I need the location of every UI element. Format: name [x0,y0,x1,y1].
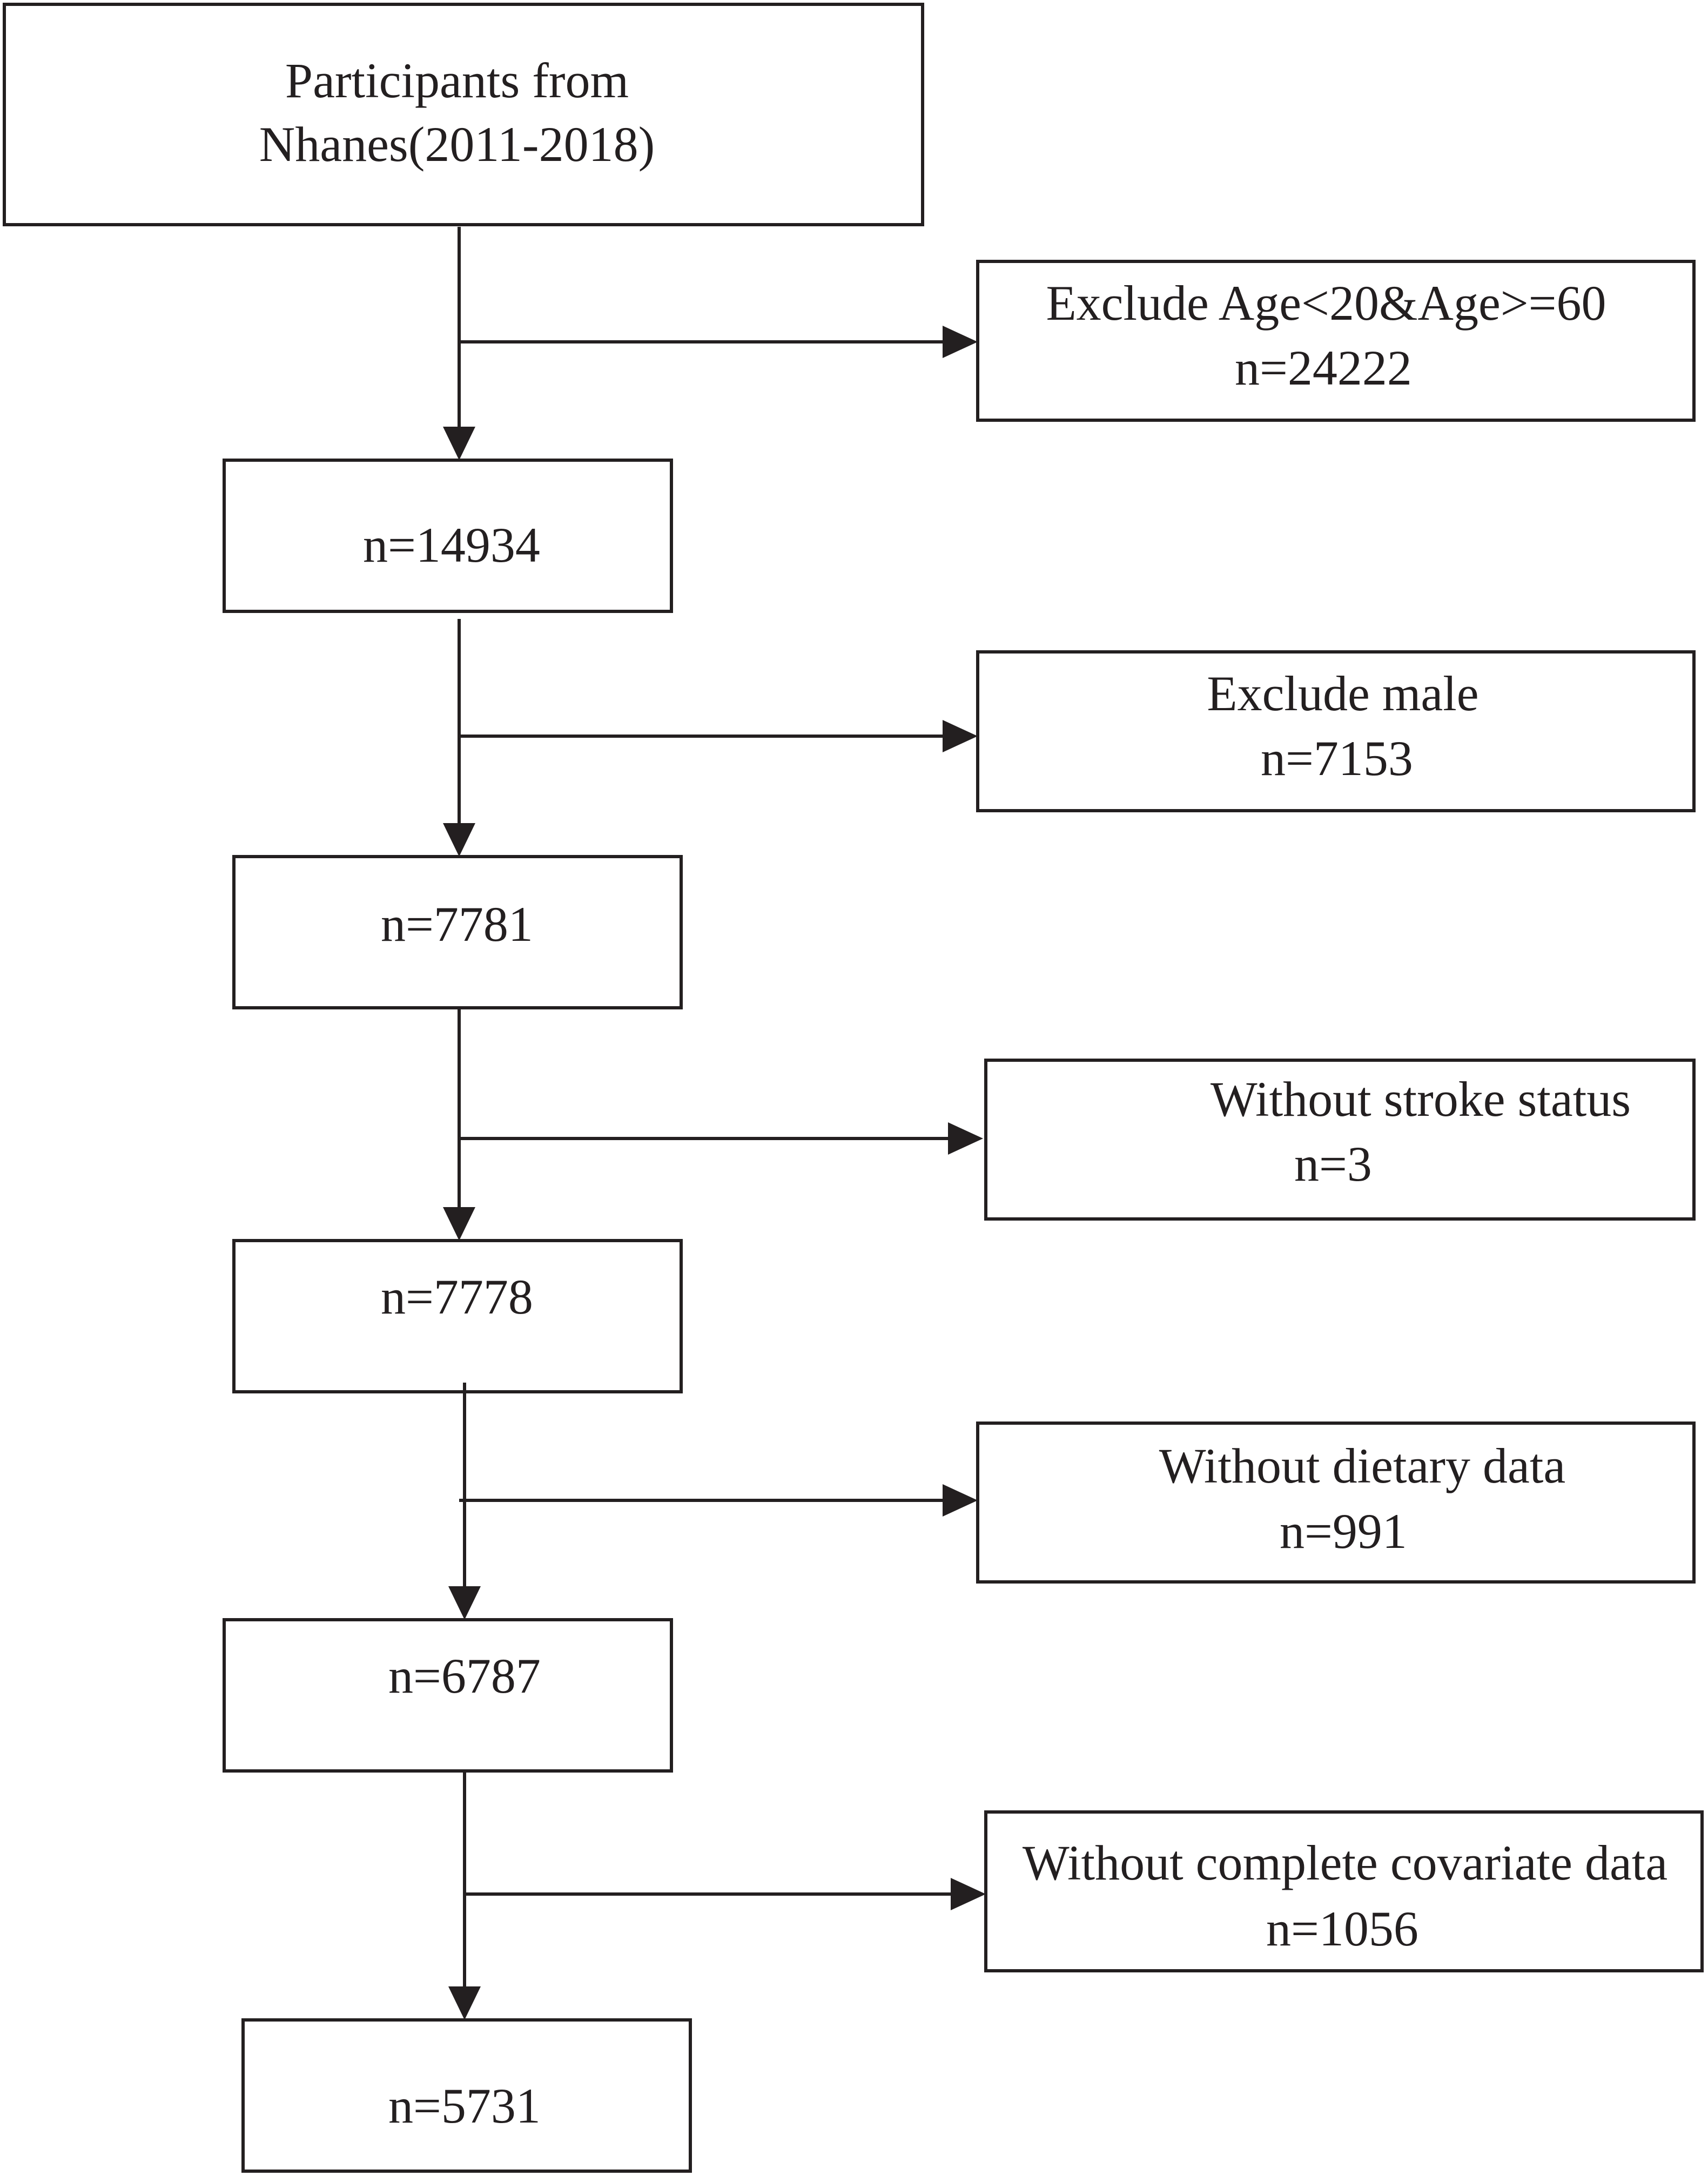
arrow-down-icon [443,1207,475,1241]
main-box-n7781-label: n=7781 [381,897,533,952]
arrow-right-icon [948,1122,983,1155]
main-box-n14934: n=14934 [223,459,673,613]
exclusion-box-male: Exclude male n=7153 [976,650,1696,812]
arrow-down-icon [448,1986,481,2020]
connector-to-exclusion-stroke [459,1122,983,1155]
exclusion-box-male-line-1: Exclude male [1207,666,1478,721]
exclusion-box-stroke: Without stroke status n=3 [984,1059,1696,1221]
connector-to-exclusion-covariate [465,1878,986,1910]
main-box-n14934-label: n=14934 [363,517,540,572]
main-box-participants-line-1: Participants from [285,53,629,108]
main-box-n7778: n=7778 [232,1239,683,1393]
connector-n6787-to-n5731 [448,1771,481,2020]
connector-to-exclusion-male [459,720,978,752]
exclusion-box-stroke-line-2: n=3 [1294,1136,1372,1191]
main-box-n7778-label: n=7778 [381,1269,533,1324]
main-box-participants: Participants from Nhanes(2011-2018) [3,3,924,226]
arrow-right-icon [951,1878,986,1910]
exclusion-box-age: Exclude Age<20&Age>=60 n=24222 [976,260,1696,422]
connector-participants-to-n14934 [443,227,475,460]
exclusion-box-dietary-line-2: n=991 [1280,1504,1407,1559]
connector-n14934-to-n7781 [443,619,475,857]
connector-n7781-to-n7778 [443,1008,475,1241]
arrow-right-icon [943,1484,978,1517]
exclusion-box-covariate-line-2: n=1056 [1266,1901,1418,1956]
main-box-n5731-label: n=5731 [388,2078,541,2133]
arrow-down-icon [443,823,475,857]
exclusion-box-dietary-line-1: Without dietary data [1159,1438,1566,1493]
main-box-n5731: n=5731 [241,2018,692,2173]
arrow-right-icon [943,326,978,358]
connector-to-exclusion-age [459,326,978,358]
exclusion-box-male-line-2: n=7153 [1261,731,1413,786]
main-box-n7781: n=7781 [232,855,683,1009]
exclusion-box-age-line-1: Exclude Age<20&Age>=60 [1046,275,1606,331]
connector-to-exclusion-dietary [459,1484,978,1517]
main-box-participants-line-2: Nhanes(2011-2018) [259,117,655,172]
exclusion-box-age-line-2: n=24222 [1235,340,1412,395]
exclusion-box-covariate: Without complete covariate data n=1056 [984,1810,1704,1972]
exclusion-box-dietary: Without dietary data n=991 [976,1422,1696,1584]
arrow-down-icon [448,1586,481,1620]
main-box-n6787: n=6787 [223,1618,673,1773]
arrow-right-icon [943,720,978,752]
arrow-down-icon [443,427,475,460]
exclusion-box-covariate-line-1: Without complete covariate data [1023,1835,1667,1890]
exclusion-box-stroke-line-1: Without stroke status [1211,1072,1631,1127]
main-box-n6787-label: n=6787 [388,1648,541,1703]
connector-n7778-to-n6787 [448,1383,481,1620]
